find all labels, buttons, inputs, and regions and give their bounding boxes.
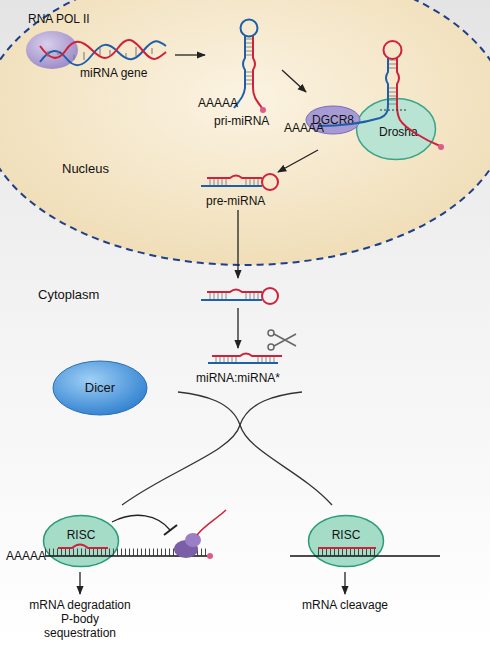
- mirna-strand: [58, 545, 108, 549]
- process-arrow: [79, 572, 80, 594]
- cap: [207, 553, 213, 559]
- mirna-duplex: [208, 354, 282, 364]
- dna-strand: [40, 40, 166, 59]
- process-arrow: [175, 54, 205, 55]
- node-label: RISC: [67, 528, 96, 542]
- process-arrow: [237, 308, 238, 348]
- rna-strand: [201, 299, 262, 301]
- outcome-label: mRNA cleavage: [302, 598, 388, 612]
- split-line: [122, 425, 240, 505]
- protein-ellipse: DGCR8: [305, 105, 361, 135]
- terminal-loop: [384, 41, 402, 59]
- target-mrna: [45, 545, 213, 560]
- split-line: [240, 425, 332, 505]
- mrna-line: [45, 555, 208, 557]
- cap: [260, 107, 266, 113]
- cleavage-mark: [380, 110, 406, 111]
- process-arrow: [344, 572, 345, 594]
- inhibition-curve: [112, 515, 170, 530]
- mrna-line: [290, 555, 440, 557]
- node-label: Drosha: [379, 125, 418, 139]
- ribosome: [174, 510, 226, 558]
- complex-ellipse: RISC: [42, 514, 120, 568]
- region-label: Cytoplasm: [38, 288, 99, 302]
- terminal-loop: [262, 288, 278, 304]
- inhibition-bar: [164, 525, 177, 535]
- base-pairs: [216, 356, 274, 363]
- pre-mirna: [201, 288, 278, 304]
- scissor-handle: [268, 344, 274, 350]
- dna-strand: [40, 41, 166, 65]
- cap: [438, 144, 444, 150]
- export-arrow: [237, 210, 238, 278]
- node-label: RISC: [332, 528, 361, 542]
- mirna-strand: [318, 547, 376, 549]
- base-pairs: [388, 60, 397, 104]
- complex-ellipse: RISC: [307, 514, 385, 568]
- target-mrna: [290, 548, 440, 556]
- process-arrow: [282, 70, 306, 92]
- rna-strand: [201, 185, 262, 187]
- rna-strand: [234, 36, 245, 108]
- scissor-blades: [274, 334, 296, 346]
- protein-ellipse: Dicer: [52, 360, 148, 416]
- node-label: Dicer: [85, 381, 115, 395]
- scissors-symbol: [268, 330, 296, 350]
- terminal-loop: [262, 174, 278, 190]
- node-shape: [53, 361, 147, 415]
- terminal-loop: [241, 20, 258, 37]
- ribosome-subunit: [185, 533, 201, 547]
- process-arrow: [278, 150, 318, 172]
- rna-strand: [212, 354, 282, 357]
- pre-mirna: [201, 174, 278, 190]
- rna-strand: [397, 58, 440, 146]
- polymerase-blob: [26, 31, 78, 69]
- node-shape: [357, 99, 436, 160]
- base-pairs: [210, 178, 258, 186]
- pri-mirna-hairpin: [234, 20, 266, 114]
- dna-helix: [40, 40, 166, 65]
- pathway-split: [122, 392, 332, 505]
- rna-strand: [253, 36, 262, 108]
- ribosome-subunit: [174, 540, 198, 558]
- base-pairs: [210, 292, 258, 300]
- nucleus-region: Nucleus DGCR8Drosha: [0, 0, 490, 267]
- microprocessor-hairpin: [318, 41, 444, 150]
- node-label: DGCR8: [312, 113, 354, 127]
- rna-label: miRNA:miRNA*: [196, 371, 280, 385]
- inhibition-line: [112, 515, 177, 535]
- base-pairs: [245, 39, 253, 84]
- merge-line: [240, 392, 302, 425]
- rna-strand: [208, 362, 278, 364]
- node-label: Nucleus: [62, 162, 109, 176]
- scissor-handle: [268, 330, 274, 336]
- rna-strand: [318, 58, 388, 126]
- node-shape: [309, 516, 384, 567]
- nascent-peptide: [197, 510, 226, 535]
- polya-tail: AAAAA: [6, 549, 46, 563]
- node-shape: [44, 516, 119, 567]
- base-pairs: [48, 47, 152, 60]
- rna-strand: [207, 290, 262, 293]
- outcome-label: mRNA degradation P-body sequestration: [24, 598, 136, 640]
- node-shape: [306, 106, 360, 134]
- mrna-ticks: [318, 549, 376, 556]
- merge-line: [178, 392, 240, 425]
- rna-strand: [207, 176, 262, 179]
- rna-polymerase: [26, 31, 78, 69]
- mrna-ticks: [45, 549, 206, 556]
- node-shape: [0, 0, 490, 265]
- protein-ellipse: Drosha: [355, 97, 437, 161]
